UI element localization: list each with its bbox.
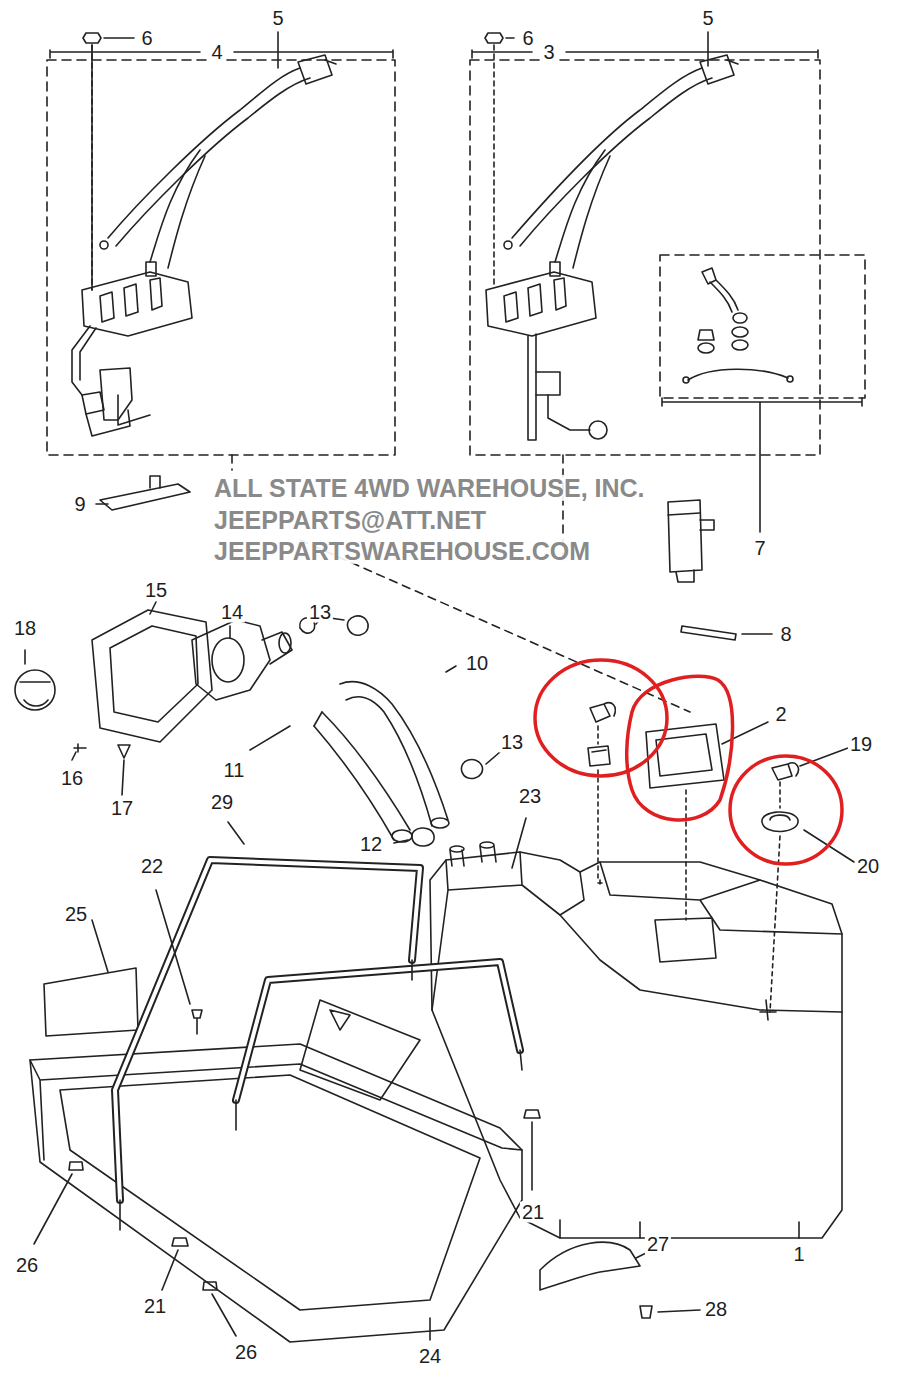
label-anchor: 5 bbox=[700, 8, 715, 29]
callout-number: 1 bbox=[791, 1244, 806, 1265]
label-anchor: 27 bbox=[645, 1234, 671, 1255]
label-anchor: 20 bbox=[855, 856, 881, 877]
label-anchor: 28 bbox=[703, 1299, 729, 1320]
callout-number: 16 bbox=[59, 768, 85, 789]
label-anchor: 17 bbox=[109, 798, 135, 819]
callout-number: 5 bbox=[270, 8, 285, 29]
label-anchor: 15 bbox=[143, 580, 169, 601]
callout-number: 24 bbox=[417, 1346, 443, 1367]
watermark-text: ALL STATE 4WD WAREHOUSE, INC. bbox=[212, 475, 647, 501]
callout-number: 13 bbox=[307, 602, 333, 623]
label-anchor: 9 bbox=[72, 494, 87, 515]
label-anchor: 21 bbox=[520, 1202, 546, 1223]
label-anchor: 18 bbox=[12, 618, 38, 639]
label-anchor: 26 bbox=[14, 1255, 40, 1276]
label-anchor: 22 bbox=[139, 856, 165, 877]
label-anchor: 10 bbox=[464, 653, 490, 674]
callout-number: 6 bbox=[139, 28, 154, 49]
callout-number: 29 bbox=[209, 792, 235, 813]
label-anchor: 6 bbox=[520, 28, 535, 49]
callout-number: 23 bbox=[517, 786, 543, 807]
callout-number: 13 bbox=[499, 732, 525, 753]
label-anchor: ALL STATE 4WD WAREHOUSE, INC. bbox=[212, 475, 647, 501]
callout-number: 26 bbox=[233, 1342, 259, 1363]
callout-number: 6 bbox=[520, 28, 535, 49]
callout-number: 25 bbox=[63, 904, 89, 925]
label-anchor: 3 bbox=[541, 42, 556, 63]
callout-number: 19 bbox=[848, 734, 874, 755]
label-anchor: 29 bbox=[209, 792, 235, 813]
label-anchor: 1 bbox=[791, 1244, 806, 1265]
label-anchor: 21 bbox=[142, 1296, 168, 1317]
callout-number: 27 bbox=[645, 1234, 671, 1255]
label-anchor: 7 bbox=[752, 538, 767, 559]
label-anchor: 5 bbox=[270, 8, 285, 29]
callout-number: 5 bbox=[700, 8, 715, 29]
label-anchor: 14 bbox=[219, 602, 245, 623]
label-anchor: JEEPPARTSWAREHOUSE.COM bbox=[212, 538, 592, 564]
callout-number: 3 bbox=[541, 42, 556, 63]
callout-number: 12 bbox=[358, 834, 384, 855]
callout-number: 15 bbox=[143, 580, 169, 601]
callout-number: 7 bbox=[752, 538, 767, 559]
callout-number: 4 bbox=[209, 42, 224, 63]
label-anchor: 26 bbox=[233, 1342, 259, 1363]
label-anchor: 13 bbox=[307, 602, 333, 623]
callout-number: 22 bbox=[139, 856, 165, 877]
callout-number: 26 bbox=[14, 1255, 40, 1276]
callout-number: 21 bbox=[142, 1296, 168, 1317]
callout-number: 11 bbox=[222, 760, 247, 781]
callout-number: 2 bbox=[773, 704, 788, 725]
callout-number: 28 bbox=[703, 1299, 729, 1320]
label-anchor: 13 bbox=[499, 732, 525, 753]
callout-number: 21 bbox=[520, 1202, 546, 1223]
callout-number: 10 bbox=[464, 653, 490, 674]
label-anchor: 24 bbox=[417, 1346, 443, 1367]
watermark-text: JEEPPARTS@ATT.NET bbox=[212, 507, 488, 533]
label-anchor: 11 bbox=[222, 760, 247, 781]
label-anchor: 16 bbox=[59, 768, 85, 789]
callout-number: 17 bbox=[109, 798, 135, 819]
label-anchor: 12 bbox=[358, 834, 384, 855]
watermark-text: JEEPPARTSWAREHOUSE.COM bbox=[212, 538, 592, 564]
label-anchor: 25 bbox=[63, 904, 89, 925]
callout-number: 9 bbox=[72, 494, 87, 515]
callout-number: 18 bbox=[12, 618, 38, 639]
label-anchor: 8 bbox=[778, 624, 793, 645]
callout-number: 8 bbox=[778, 624, 793, 645]
label-anchor: 2 bbox=[773, 704, 788, 725]
label-anchor: 19 bbox=[848, 734, 874, 755]
label-anchor: 4 bbox=[209, 42, 224, 63]
callout-number: 20 bbox=[855, 856, 881, 877]
label-anchor: 23 bbox=[517, 786, 543, 807]
callout-number: 14 bbox=[219, 602, 245, 623]
label-anchor: 6 bbox=[139, 28, 154, 49]
label-anchor: JEEPPARTS@ATT.NET bbox=[212, 507, 488, 533]
